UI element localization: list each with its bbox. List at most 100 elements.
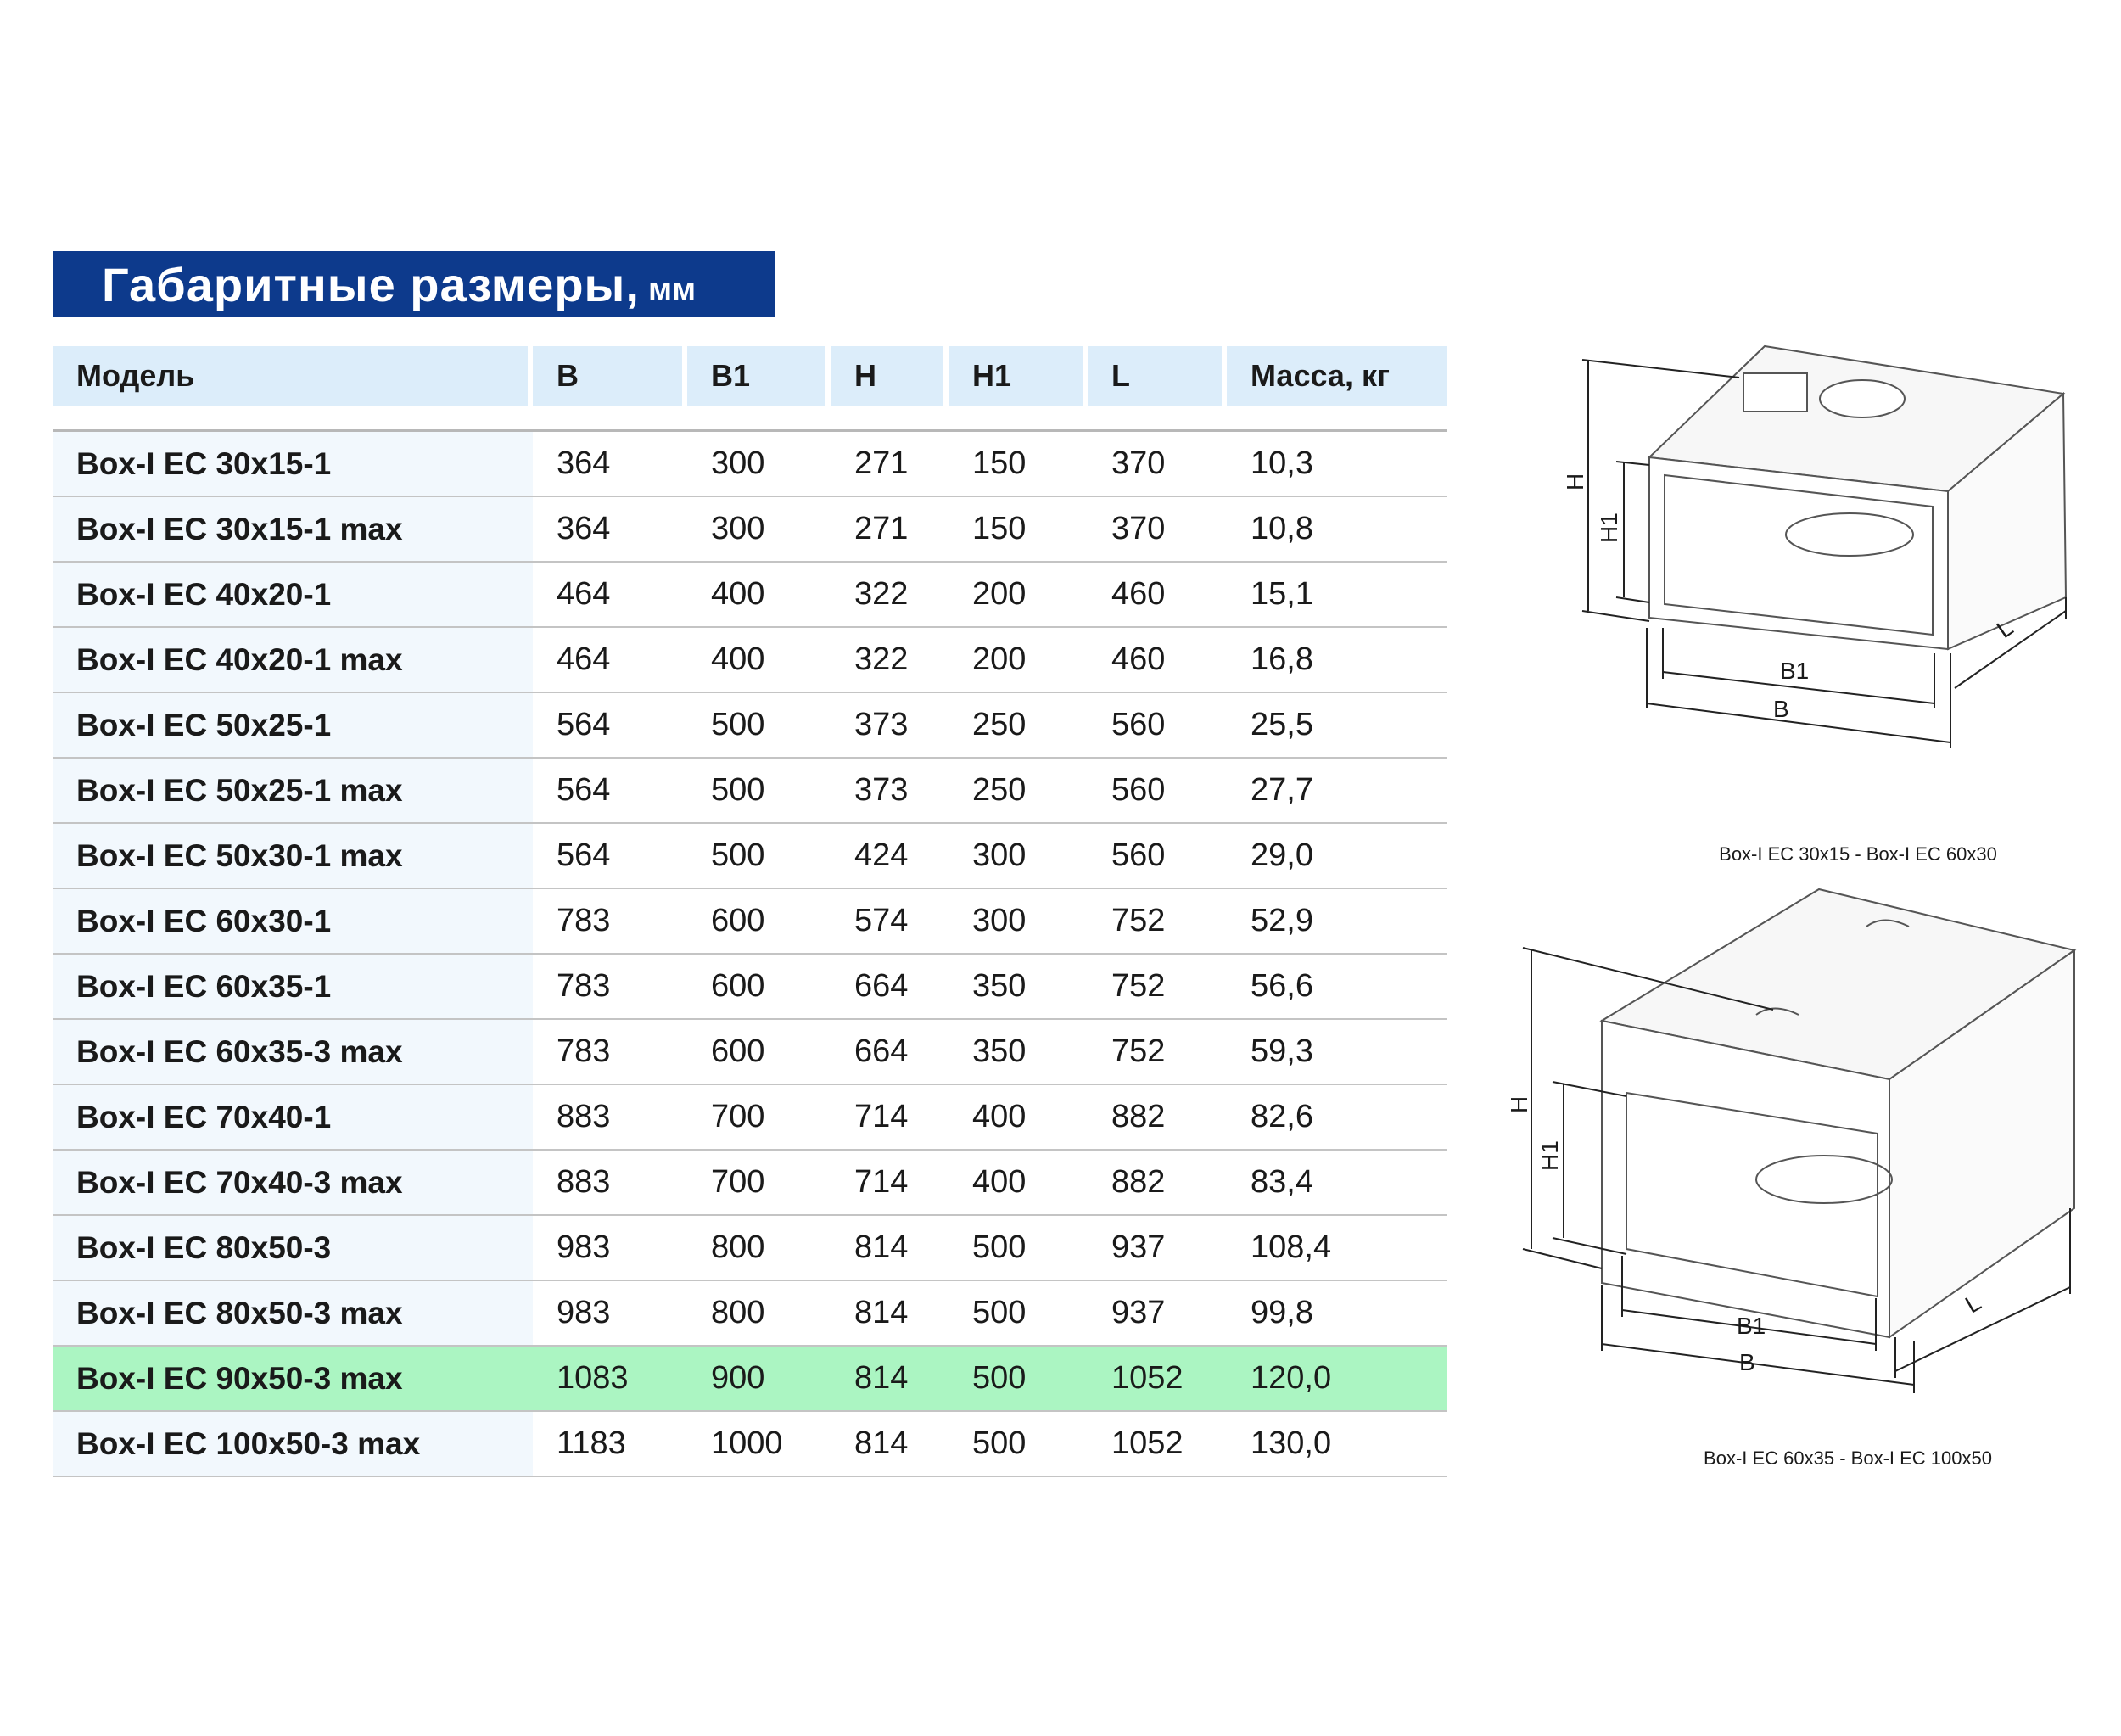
cell-h: 814 [831,1347,949,1412]
cell-b1: 800 [687,1281,831,1347]
diagram-large-unit: H H1 B1 B L [1506,888,2077,1393]
motor [1819,379,1906,418]
cell-model: Box-I EC 60x35-3 max [53,1020,533,1085]
label-b1: B1 [1737,1313,1766,1339]
cell-h1: 500 [949,1347,1088,1412]
cell-l: 1052 [1088,1412,1227,1477]
cell-b1: 500 [687,693,831,759]
cell-b1: 600 [687,1020,831,1085]
cell-b: 783 [533,1020,687,1085]
label-h1: H1 [1596,512,1622,543]
cell-h: 322 [831,628,949,693]
label-h1: H1 [1536,1140,1563,1171]
label-h: H [1562,473,1588,490]
cell-b1: 400 [687,563,831,628]
cell-mass: 59,3 [1227,1020,1447,1085]
cell-mass: 29,0 [1227,824,1447,889]
cell-model: Box-I EC 30x15-1 [53,432,533,497]
cell-b1: 500 [687,759,831,824]
cell-model: Box-I EC 40x20-1 max [53,628,533,693]
cell-l: 560 [1088,759,1227,824]
cell-h1: 350 [949,955,1088,1020]
cell-b1: 500 [687,824,831,889]
cell-h1: 500 [949,1412,1088,1477]
cell-b: 783 [533,955,687,1020]
cell-model: Box-I EC 30x15-1 max [53,497,533,563]
cell-mass: 16,8 [1227,628,1447,693]
cell-h1: 250 [949,693,1088,759]
cell-model: Box-I EC 50x25-1 max [53,759,533,824]
cell-model: Box-I EC 100x50-3 max [53,1412,533,1477]
cell-model: Box-I EC 40x20-1 [53,563,533,628]
cell-h1: 200 [949,628,1088,693]
cell-b1: 600 [687,889,831,955]
cell-b: 564 [533,693,687,759]
cell-h: 373 [831,693,949,759]
header-b1: B1 [687,346,831,406]
label-b: B [1739,1349,1755,1375]
cell-b1: 300 [687,497,831,563]
cell-h: 814 [831,1216,949,1281]
cell-l: 460 [1088,628,1227,693]
cell-h: 373 [831,759,949,824]
header-h1: H1 [949,346,1088,406]
cell-l: 460 [1088,563,1227,628]
diagram-caption-large: Box-I EC 60x35 - Box-I EC 100x50 [1704,1448,1992,1469]
cell-b: 364 [533,497,687,563]
cell-b1: 800 [687,1216,831,1281]
cell-l: 752 [1088,889,1227,955]
cell-mass: 25,5 [1227,693,1447,759]
cell-model: Box-I EC 80x50-3 [53,1216,533,1281]
diagram-caption-small: Box-I EC 30x15 - Box-I EC 60x30 [1719,843,1997,865]
cell-b1: 700 [687,1151,831,1216]
cell-mass: 52,9 [1227,889,1447,955]
cell-model: Box-I EC 60x35-1 [53,955,533,1020]
cell-mass: 120,0 [1227,1347,1447,1412]
cell-h1: 500 [949,1281,1088,1347]
cell-mass: 82,6 [1227,1085,1447,1151]
cell-mass: 83,4 [1227,1151,1447,1216]
table-header-row: Модель B B1 H H1 L Масса, кг [53,346,1447,406]
cell-b: 783 [533,889,687,955]
cell-h: 424 [831,824,949,889]
cell-mass: 99,8 [1227,1281,1447,1347]
control-box [1743,372,1808,412]
header-model: Модель [53,346,533,406]
cell-h1: 500 [949,1216,1088,1281]
cell-l: 937 [1088,1216,1227,1281]
cell-model: Box-I EC 60x30-1 [53,889,533,955]
header-l: L [1088,346,1227,406]
cell-h: 714 [831,1151,949,1216]
impeller [1785,512,1914,557]
cell-b: 364 [533,432,687,497]
diagram-small-unit: H H1 B1 B L [1562,344,2068,748]
title-text: Габаритные размеры, [102,257,640,311]
cell-h1: 400 [949,1151,1088,1216]
label-b: B [1773,696,1789,722]
cell-model: Box-I EC 80x50-3 max [53,1281,533,1347]
cell-h1: 200 [949,563,1088,628]
cell-l: 370 [1088,497,1227,563]
cell-h: 664 [831,1020,949,1085]
cell-mass: 10,3 [1227,432,1447,497]
cell-model: Box-I EC 70x40-1 [53,1085,533,1151]
handle [1866,919,1910,927]
cell-b: 564 [533,824,687,889]
cell-mass: 10,8 [1227,497,1447,563]
cell-b1: 600 [687,955,831,1020]
label-b1: B1 [1780,658,1809,684]
cell-mass: 15,1 [1227,563,1447,628]
cell-l: 882 [1088,1085,1227,1151]
cell-h: 271 [831,432,949,497]
cell-h1: 350 [949,1020,1088,1085]
cell-b: 883 [533,1151,687,1216]
